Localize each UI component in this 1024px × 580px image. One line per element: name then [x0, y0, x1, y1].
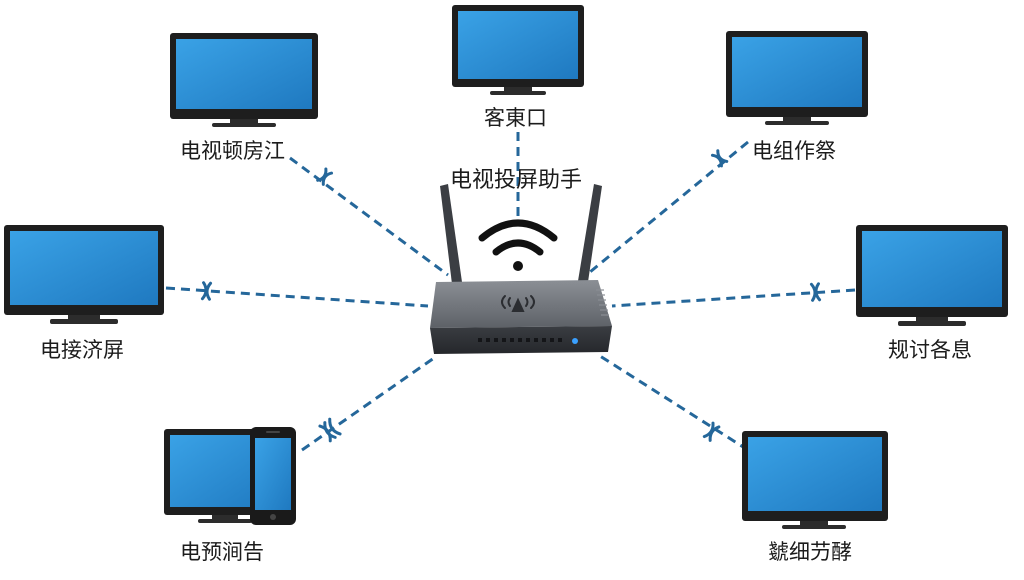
wifi-signal-icon [478, 219, 558, 271]
device-label-top: 客東口 [484, 106, 547, 130]
signal-arc-icon [200, 281, 213, 301]
router-antenna-left [440, 184, 462, 284]
link-top-left [289, 156, 449, 277]
monitor-left [4, 225, 164, 324]
link-left [165, 286, 429, 308]
router-front-vents [478, 338, 562, 342]
monitor-top-right [726, 31, 868, 125]
link-bottom-right [599, 354, 749, 452]
router-side-vents [596, 289, 609, 316]
link-right [611, 288, 856, 308]
router-status-indicator [572, 338, 578, 344]
monitor-right [856, 225, 1008, 326]
device-label-bottom-right: 虦细芀酵 [768, 540, 852, 564]
signal-arc-icon [318, 417, 342, 443]
link-bottom-left [301, 356, 435, 452]
signal-arc-icons [200, 149, 822, 443]
center-label: 电视投屏助手 [450, 168, 583, 193]
device-label-top-right: 电组作祭 [752, 139, 836, 163]
signal-arc-icon [702, 421, 721, 442]
device-label-left: 电接济屏 [40, 338, 124, 362]
broadcast-icon [501, 295, 535, 312]
device-label-bottom-left: 电预涧告 [180, 540, 264, 564]
monitor-bottom-right [742, 431, 888, 529]
signal-arc-icon [316, 167, 334, 186]
smartphone-bottom-left [250, 427, 296, 525]
router-top [430, 280, 612, 328]
device-label-top-left: 电视顿房江 [180, 139, 285, 163]
device-label-right: 规讨各息 [888, 338, 972, 362]
router [430, 184, 612, 354]
monitor-top-left [170, 33, 318, 127]
signal-arc-icon [809, 282, 822, 302]
router-antenna-right [578, 184, 602, 282]
monitor-top [452, 5, 584, 95]
signal-arc-icon [710, 149, 729, 168]
